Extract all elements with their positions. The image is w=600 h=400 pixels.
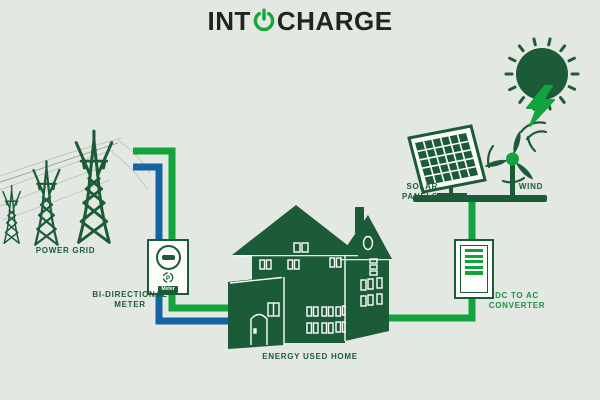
converter-vents-icon [460, 245, 488, 293]
power-grid-label: POWER GRID [35, 246, 96, 255]
house-icon [228, 205, 392, 349]
dc-to-ac-converter-label: DC TO AC CONVERTER [488, 291, 546, 311]
solar-wind-platform [407, 121, 548, 202]
svg-text:P: P [166, 275, 171, 282]
solar-panels-label: SOLAR PANELS [401, 182, 438, 202]
dc-ac-converter [454, 239, 494, 299]
solar-panel-icon [407, 124, 487, 197]
bidirectional-meter: P Meter [147, 239, 189, 295]
logo-text-right: CHARGE [276, 6, 393, 36]
power-icon [253, 8, 275, 32]
logo-text-left: INT [207, 6, 251, 36]
meter-dial-icon [155, 245, 181, 270]
bidirectional-meter-label: BI-DIRECTIONAL METER [92, 290, 168, 310]
transmission-towers-icon [0, 129, 150, 246]
wind-turbine-icon [484, 121, 548, 196]
brand-logo: INT CHARGE [0, 8, 600, 34]
energy-used-home-label: ENERGY USED HOME [262, 352, 358, 361]
wind-label: WIND [518, 182, 544, 191]
meter-tag: Meter [158, 286, 178, 293]
lightning-bolt-icon [526, 85, 555, 127]
power-cycle-icon: P [162, 272, 174, 283]
sun-with-lightning-bolt-icon [504, 37, 580, 127]
